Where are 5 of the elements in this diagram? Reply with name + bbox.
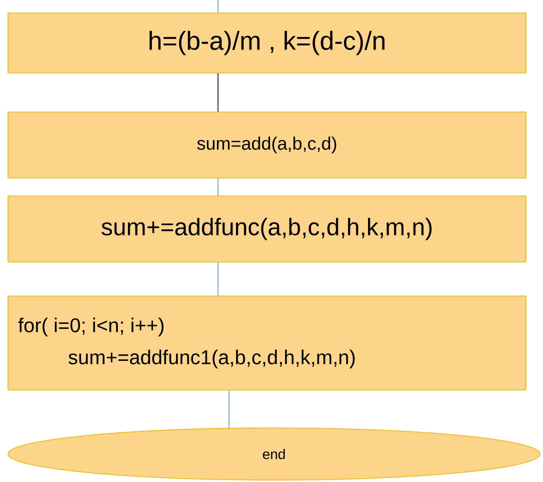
process-box: for( i=0; i<n; i++) sum+=addfunc1(a,b,c,d,h,k,m,n) bbox=[8, 296, 526, 390]
process-box: h=(b-a)/m , k=(d-c)/n bbox=[8, 12, 526, 74]
process-box: sum+=addfunc(a,b,c,d,h,k,m,n) bbox=[8, 196, 526, 262]
connector-line bbox=[228, 390, 230, 428]
process-box: sum=add(a,b,c,d) bbox=[8, 112, 526, 178]
